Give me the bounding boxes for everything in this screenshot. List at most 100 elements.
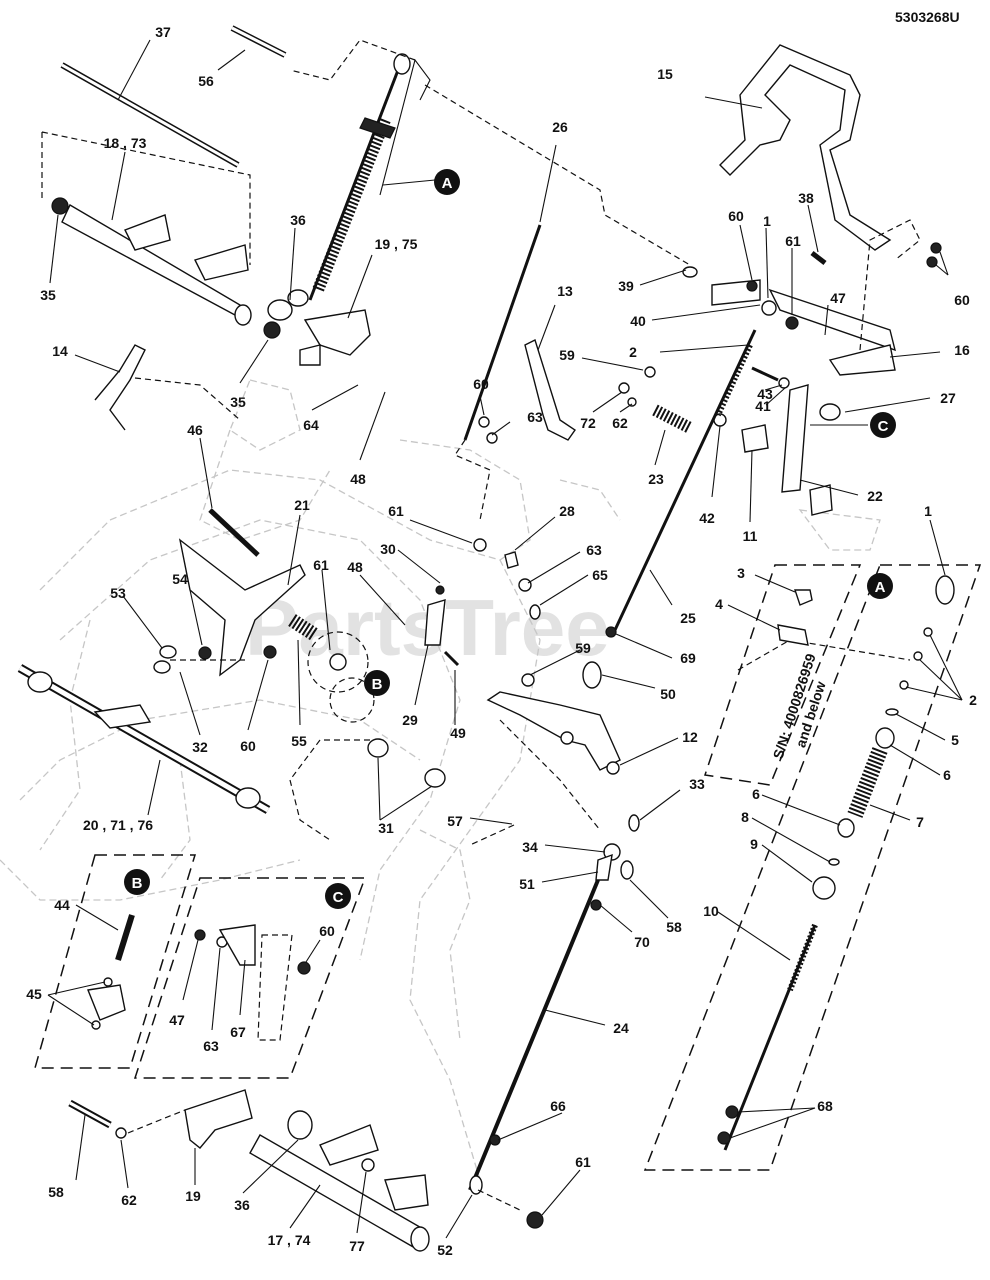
spacer-27	[819, 403, 841, 421]
ref-label: 39	[618, 278, 634, 294]
ref-label: 69	[680, 650, 696, 666]
ref-label: 54	[172, 571, 188, 587]
bushing-36-top	[267, 299, 293, 321]
bolt-47-c	[194, 929, 206, 941]
ref-label: 15	[657, 66, 673, 82]
ref-label: 62	[612, 415, 628, 431]
lever-13	[524, 339, 576, 441]
end-51	[595, 853, 613, 881]
washer-62	[627, 397, 637, 407]
tube-17-74	[249, 1110, 430, 1252]
ref-label: 57	[447, 813, 463, 829]
plate-a	[379, 58, 431, 196]
ref-label: 44	[54, 897, 70, 913]
ref-label: 4	[715, 596, 723, 612]
spring-55	[288, 614, 319, 641]
callout-b-box-letter: B	[132, 875, 143, 892]
ref-label: 59	[575, 640, 591, 656]
dash-57	[469, 824, 515, 846]
clip-5	[885, 708, 899, 716]
dash-19-lower	[127, 1109, 186, 1134]
nut-45	[91, 1020, 101, 1030]
washer-63-right	[518, 578, 532, 592]
nut-69	[605, 626, 617, 638]
washer-61-mid	[473, 538, 487, 552]
ref-label: 20 , 71 , 76	[83, 817, 153, 833]
washer-62-lower	[115, 1127, 127, 1139]
callout-c-box: C	[325, 883, 351, 909]
bolt-72	[618, 382, 630, 394]
ref-label: 1	[924, 503, 932, 519]
ref-label: 61	[575, 1154, 591, 1170]
ref-label: 41	[755, 398, 771, 414]
bracket-16	[828, 344, 896, 376]
ref-label: 34	[522, 839, 538, 855]
spring-28	[504, 551, 519, 569]
ref-label: 60	[728, 208, 744, 224]
ref-label: 60	[954, 292, 970, 308]
ref-label: 14	[52, 343, 68, 359]
ref-label: 32	[192, 739, 208, 755]
ref-label: 35	[40, 287, 56, 303]
ref-label: 38	[798, 190, 814, 206]
rod-25-thread	[715, 343, 753, 417]
reference-labels: 37 56 18 , 73 35 35 36 19 , 75 14 46 64 …	[26, 24, 977, 1258]
ref-label: 17 , 74	[268, 1232, 311, 1248]
callout-b-main-letter: B	[372, 676, 383, 693]
pivot-1-top	[761, 300, 777, 316]
callout-a-box-letter: A	[875, 579, 886, 596]
ref-label: 22	[867, 488, 883, 504]
ref-label: 21	[294, 497, 310, 513]
ref-label: 1	[763, 213, 771, 229]
bushing-31-a	[367, 738, 389, 758]
ref-label: 26	[552, 119, 568, 135]
ref-label: 48	[347, 559, 363, 575]
ref-label: 61	[313, 557, 329, 573]
ref-label: 55	[291, 733, 307, 749]
bracket-plate	[768, 288, 896, 352]
ref-label: 58	[666, 919, 682, 935]
ref-label: 61	[388, 503, 404, 519]
callout-a-box: A	[867, 573, 893, 599]
nut-60-top-a	[930, 242, 942, 254]
plate-22	[781, 384, 809, 493]
rod-26	[463, 224, 542, 441]
ref-label: 28	[559, 503, 575, 519]
ref-label: 60	[240, 738, 256, 754]
ref-label: 37	[155, 24, 171, 40]
bolt-58-right	[620, 860, 634, 880]
ref-label: 46	[187, 422, 203, 438]
clip-2-a	[923, 627, 933, 637]
ref-label: 36	[290, 212, 306, 228]
dash-52	[477, 1189, 521, 1211]
pin-30	[435, 585, 445, 595]
ref-label: 53	[110, 585, 126, 601]
detail-box-a	[643, 564, 982, 1171]
nut-60-top-b	[926, 256, 938, 268]
assembly-dash-18	[41, 131, 251, 265]
dash-16	[859, 219, 921, 351]
callout-a-main: A	[434, 169, 460, 195]
serial-note-box	[704, 564, 862, 786]
nut-60-bracket	[746, 280, 758, 292]
nut-60-left	[263, 645, 277, 659]
ref-label: 30	[380, 541, 396, 557]
handle-15	[719, 44, 892, 251]
arm-12-hole-b	[606, 761, 620, 775]
bolt-33	[628, 814, 640, 832]
shaft-20-71-76	[17, 664, 271, 814]
spring-rod-assembly	[308, 53, 411, 301]
ref-label: 77	[349, 1238, 365, 1254]
ref-label: 36	[234, 1197, 250, 1213]
ref-label: 48	[350, 471, 366, 487]
nut-59-top	[644, 366, 656, 378]
dash-top-b	[424, 84, 691, 266]
dash-12	[499, 719, 601, 831]
clip-2-c	[899, 680, 909, 690]
bolt-65	[529, 604, 541, 620]
callout-b-main: B	[364, 670, 390, 696]
bracket-19-75	[303, 309, 371, 356]
ref-label: 68	[817, 1098, 833, 1114]
ref-label: 19 , 75	[375, 236, 418, 252]
